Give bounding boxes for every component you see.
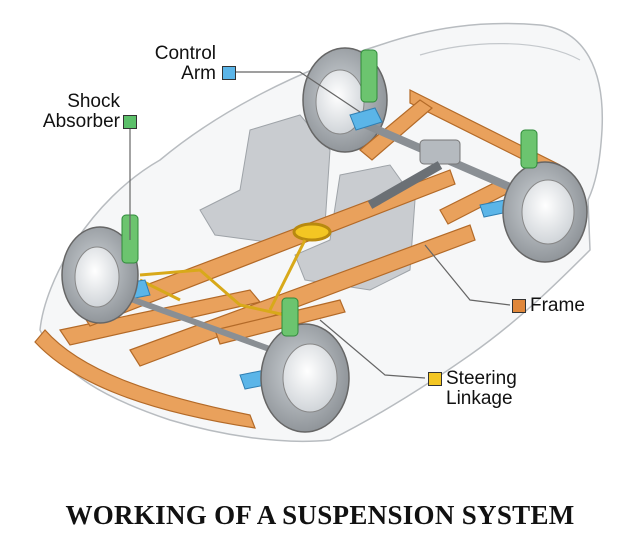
steering-linkage-label: Steering Linkage bbox=[446, 369, 517, 409]
front-wheel-left bbox=[61, 226, 139, 324]
shock-absorber-label: Shock Absorber bbox=[34, 92, 120, 132]
car-window-line bbox=[419, 43, 581, 61]
steering-linkage bbox=[139, 222, 332, 317]
control-arm-label: Control Arm bbox=[150, 44, 216, 84]
leader-lines bbox=[129, 71, 511, 379]
control-arm-swatch bbox=[222, 66, 236, 80]
frame-swatch bbox=[512, 299, 526, 313]
control-arm-label-line1: Control bbox=[154, 43, 216, 64]
frame-label: Frame bbox=[530, 295, 585, 316]
steering-linkage-swatch bbox=[428, 372, 442, 386]
shock-absorbers bbox=[121, 49, 538, 337]
shock-absorber-label-line1: Shock bbox=[67, 91, 120, 112]
steering-linkage-label-line1: Steering bbox=[446, 368, 517, 389]
shock-absorber-swatch bbox=[123, 115, 137, 129]
control-arm-label-line2: Arm bbox=[181, 63, 216, 84]
suspension-diagram bbox=[34, 22, 604, 443]
rear-wheel-near bbox=[502, 161, 588, 263]
steering-linkage-label-line2: Linkage bbox=[446, 388, 513, 409]
front-wheel-near bbox=[260, 323, 350, 433]
page-title: WORKING OF A SUSPENSION SYSTEM bbox=[65, 500, 575, 530]
shock-absorber-label-line2: Absorber bbox=[42, 111, 120, 132]
